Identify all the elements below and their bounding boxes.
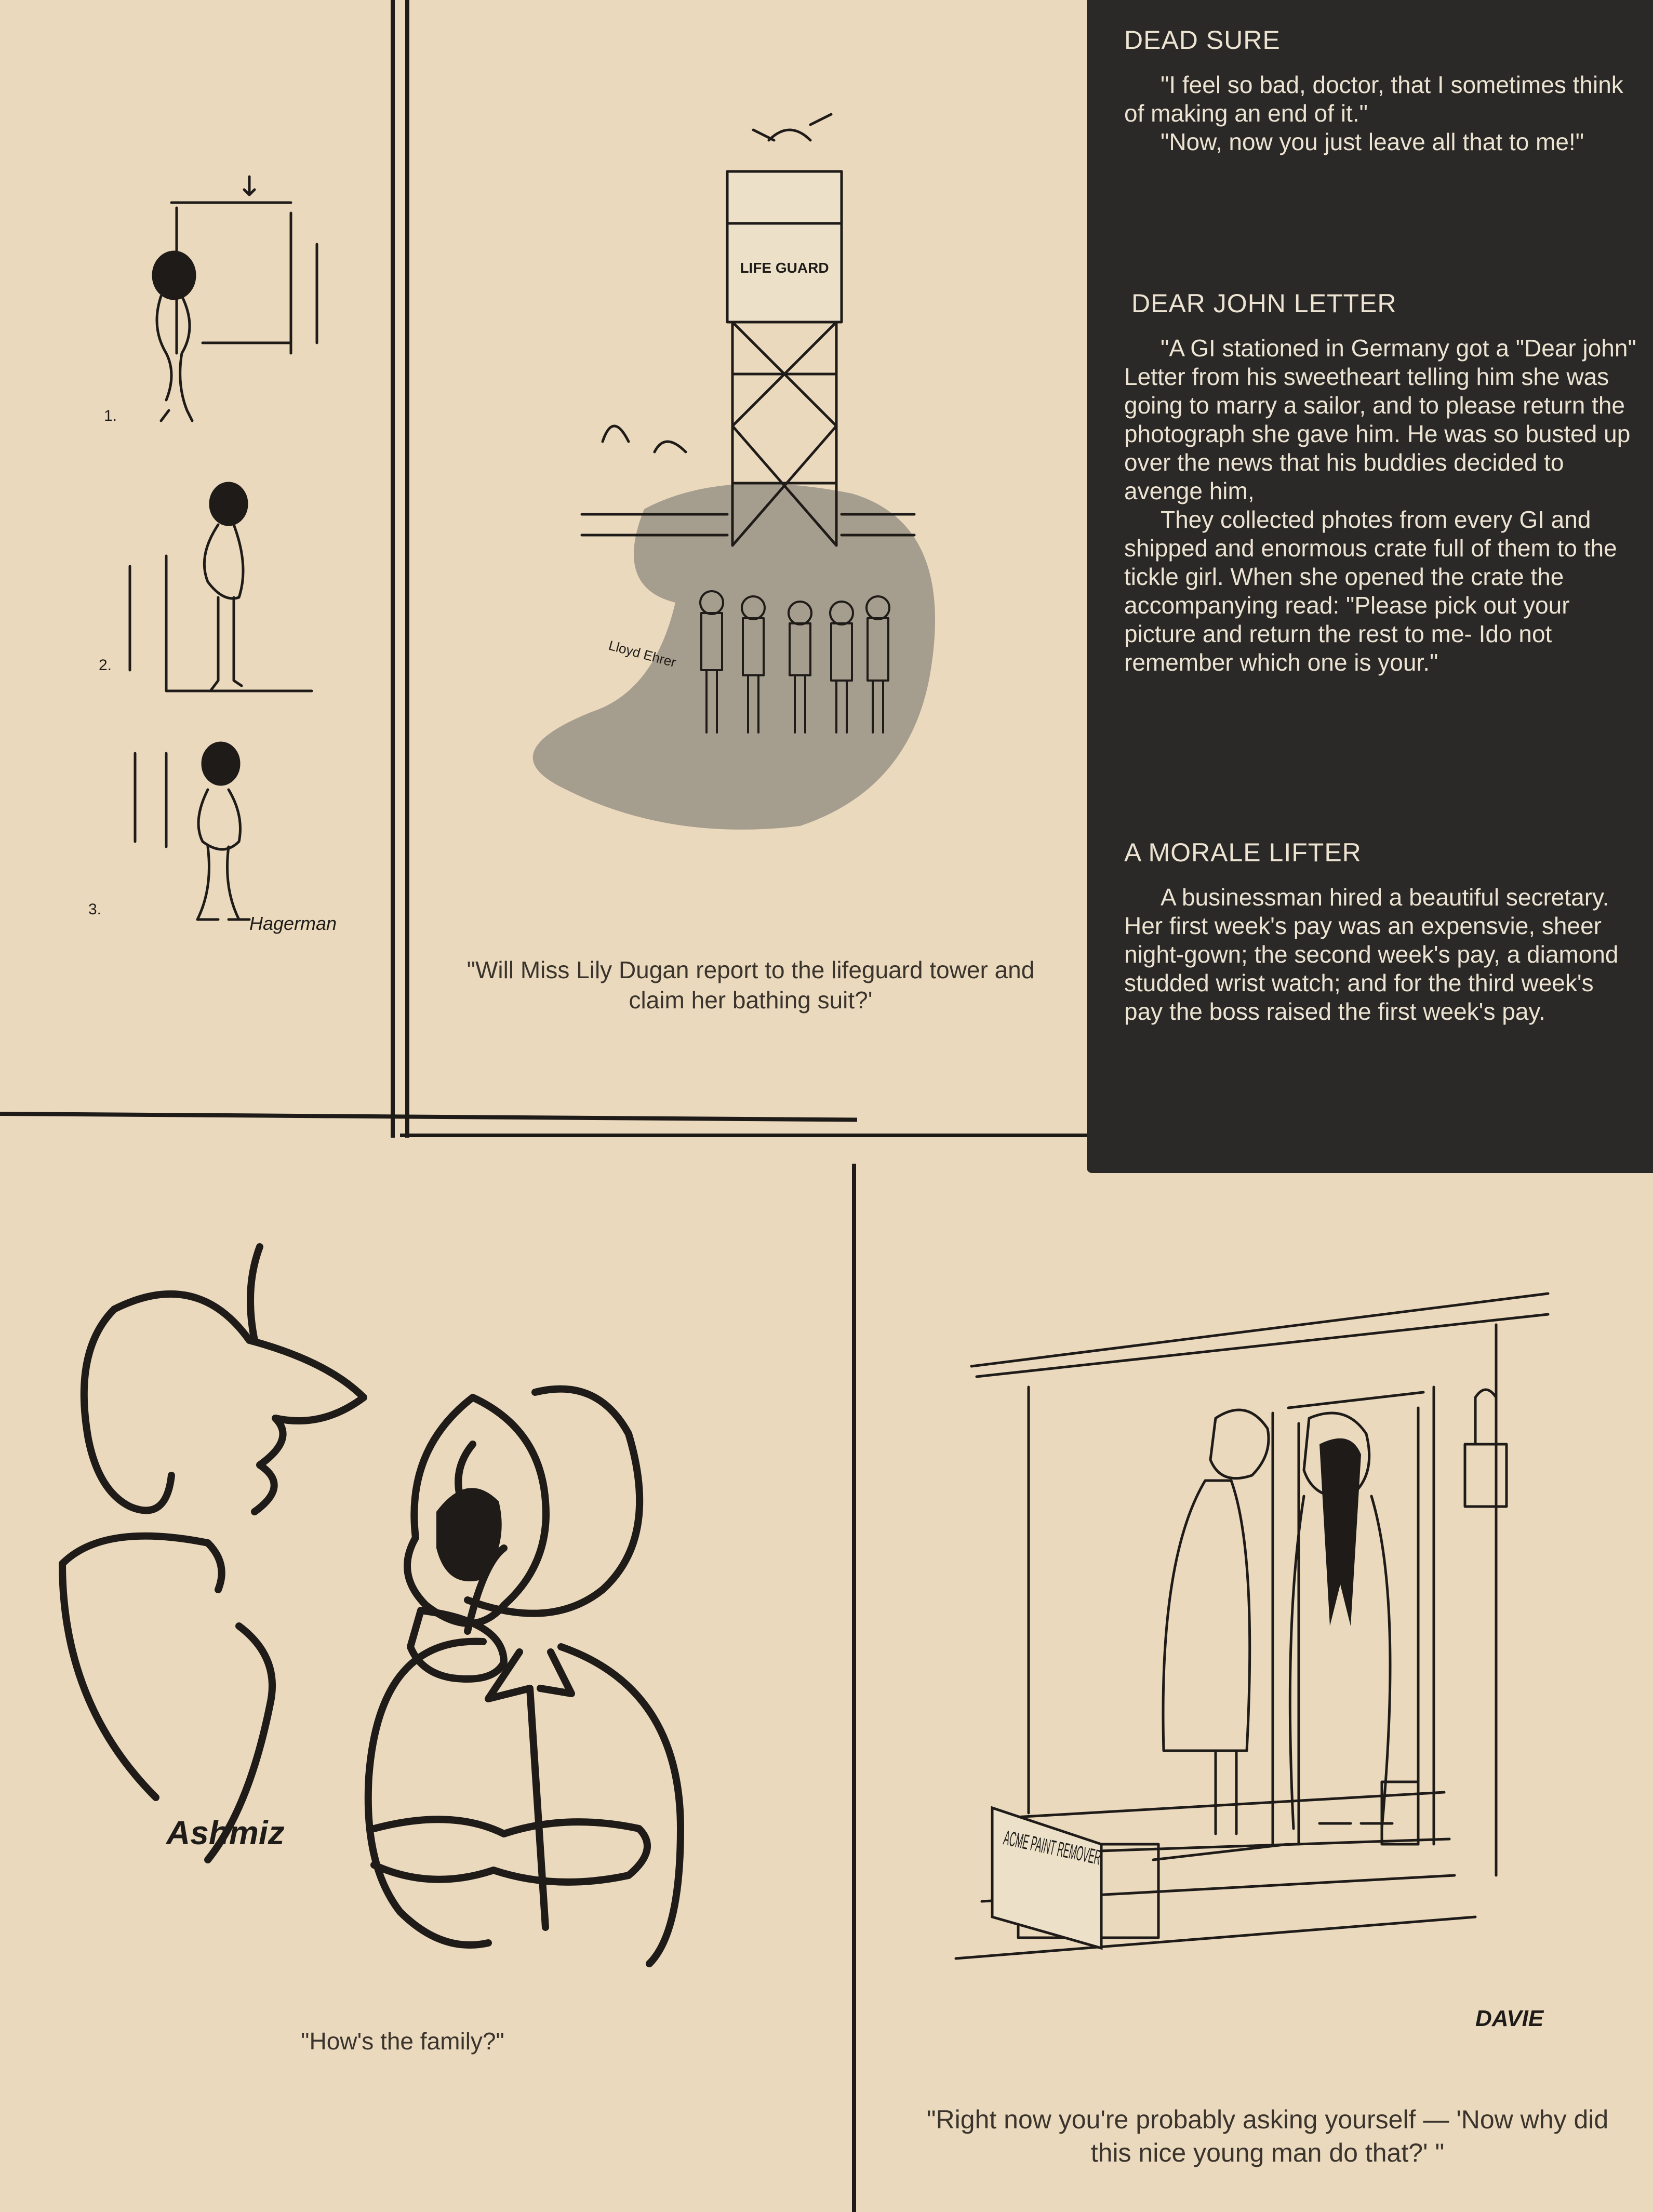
panel-border-middle-left — [405, 0, 409, 1138]
paint-remover-caption: "Right now you're probably asking yourse… — [926, 2105, 1609, 2167]
lifeguard-sign: LIFE GUARD — [740, 260, 829, 276]
panel-border-middle-bottom — [400, 1134, 1091, 1137]
family-signature: Ashmiz — [165, 1814, 285, 1851]
joke-paragraph: A businessman hired a beautiful secretar… — [1124, 884, 1619, 1025]
joke-paragraph: "I feel so bad, doctor, that I sometimes… — [1124, 71, 1623, 127]
panel-border-bottom-left-right — [852, 1164, 856, 2212]
elevator-frame-number-1: 1. — [104, 407, 117, 424]
lifeguard-caption: "Will Miss Lily Dugan report to the life… — [466, 956, 1035, 1014]
joke-a-morale-lifter: A MORALE LIFTER A businessman hired a be… — [1124, 837, 1638, 1026]
elevator-signature: Hagerman — [249, 913, 337, 934]
joke-title: DEAR JOHN LETTER — [1131, 289, 1397, 318]
shadow-splotch — [532, 483, 935, 830]
lifeguard-crowd — [699, 590, 890, 734]
paint-remover-signature: DAVIE — [1475, 2006, 1544, 2031]
family-cartoon: Ashmiz — [42, 1236, 821, 1967]
joke-paragraph: "Now, now you just leave all that to me!… — [1161, 128, 1584, 155]
jokes-panel: DEAD SURE "I feel so bad, doctor, that I… — [1087, 0, 1653, 1173]
joke-dear-john-letter: DEAR JOHN LETTER "A GI stationed in Germ… — [1124, 288, 1638, 677]
panel-border-left-top — [391, 0, 395, 1138]
paint-beard — [1319, 1438, 1361, 1626]
joke-paragraph: They collected photes from every GI and … — [1124, 506, 1617, 676]
joke-title: DEAD SURE — [1124, 25, 1281, 55]
elevator-frame-number-2: 2. — [99, 657, 112, 674]
lifeguard-cartoon: LIFE GUARD Lloyd Ehrer — [478, 88, 1049, 868]
paint-remover-cartoon-drawing: ACME PAINT REMOVER DAVIE — [954, 1292, 1550, 2031]
joke-dead-sure: DEAD SURE "I feel so bad, doctor, that I… — [1124, 25, 1638, 156]
paint-remover-case: ACME PAINT REMOVER — [991, 1806, 1103, 1950]
elevator-frame-number-3: 3. — [88, 901, 101, 918]
open-mouth — [436, 1488, 502, 1581]
elevator-cartoon-drawing: 1. 2. 3. Hagerman — [88, 175, 337, 934]
lifeguard-cartoon-drawing: LIFE GUARD Lloyd Ehrer — [532, 113, 935, 830]
joke-paragraph: "A GI stationed in Germany got a "Dear j… — [1124, 335, 1636, 504]
paint-remover-cartoon: ACME PAINT REMOVER DAVIE — [925, 1273, 1642, 2083]
elevator-cartoon: 1. 2. 3. Hagerman — [78, 171, 369, 982]
panel-border-bottom-left-top — [0, 1112, 857, 1122]
joke-title: A MORALE LIFTER — [1124, 838, 1362, 867]
family-cartoon-drawing: Ashmiz — [59, 1243, 684, 1967]
family-caption: "How's the family?" — [301, 2028, 504, 2055]
